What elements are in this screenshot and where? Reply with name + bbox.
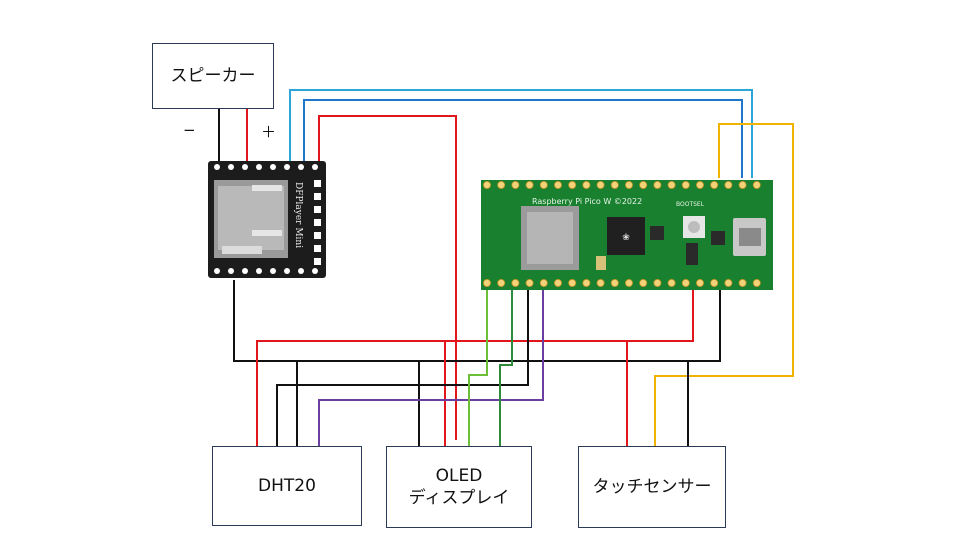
dfplayer-pin xyxy=(314,245,321,252)
pico-pin xyxy=(511,180,520,189)
pico-silk: Raspberry Pi Pico W ©2022 xyxy=(532,197,642,206)
dfplayer-pin xyxy=(256,268,262,274)
dfplayer-pin xyxy=(256,164,262,170)
oled-label-line1: OLED xyxy=(435,466,483,486)
pico-pin xyxy=(525,278,534,287)
rp2040-chip xyxy=(607,217,645,255)
pico-pin xyxy=(724,180,733,189)
speaker-box: スピーカー xyxy=(152,43,274,109)
wire-oled-scl xyxy=(499,290,513,446)
pico-pin xyxy=(568,278,577,287)
pico-pin xyxy=(525,180,534,189)
dfplayer-pin xyxy=(312,268,318,274)
pico-pin xyxy=(681,278,690,287)
touch-sensor-label: タッチセンサー xyxy=(592,477,712,497)
dfplayer-pin xyxy=(314,180,321,187)
dht20-label: DHT20 xyxy=(258,476,316,496)
pico-pin xyxy=(710,278,719,287)
dfplayer-pin xyxy=(298,268,304,274)
oled-box: OLED ディスプレイ xyxy=(386,446,532,528)
touch-sensor-box: タッチセンサー xyxy=(578,446,726,528)
pico-pin xyxy=(667,180,676,189)
pico-pin xyxy=(511,278,520,287)
wire-dht20-sda xyxy=(276,290,529,446)
pico-pins xyxy=(482,180,761,287)
dfplayer-pin xyxy=(312,164,318,170)
pico-pin xyxy=(681,180,690,189)
pico-pin xyxy=(667,278,676,287)
dfplayer-pin xyxy=(284,268,290,274)
pico-bootsel-label: BOOTSEL xyxy=(676,201,705,208)
dfplayer-silk: DFPlayer Mini xyxy=(293,182,303,248)
pico-pin xyxy=(752,180,761,189)
pico-pin xyxy=(738,278,747,287)
pico-pin xyxy=(639,180,648,189)
pico-pin xyxy=(582,180,591,189)
dfplayer-pin xyxy=(284,164,290,170)
pico-pin xyxy=(596,180,605,189)
speaker-label: スピーカー xyxy=(170,66,256,86)
dfplayer-pin xyxy=(270,268,276,274)
pico-pin xyxy=(497,278,506,287)
dfplayer-pin xyxy=(314,193,321,200)
svg-text:❀: ❀ xyxy=(622,233,630,243)
pico-w-board: ❀ Raspberry Pi Pico W ©2022 BOOTSEL xyxy=(481,180,773,290)
pico-pin xyxy=(639,278,648,287)
pico-pin xyxy=(710,180,719,189)
speaker-plus-label: ＋ xyxy=(261,123,277,141)
pico-pin xyxy=(625,180,634,189)
pico-pin xyxy=(582,278,591,287)
dfplayer-pin xyxy=(314,206,321,213)
wire-dht20-scl xyxy=(318,290,544,446)
wire-touch-signal xyxy=(654,123,794,446)
dfplayer-pin xyxy=(270,164,276,170)
wire-dfplayer-tx xyxy=(289,89,753,178)
dfplayer-pin xyxy=(314,258,321,265)
pico-pin xyxy=(482,278,491,287)
dfplayer-pin xyxy=(242,268,248,274)
pico-pin xyxy=(554,180,563,189)
pico-pin xyxy=(653,180,662,189)
pico-pin xyxy=(724,278,733,287)
pico-pin xyxy=(696,180,705,189)
dfplayer-pin xyxy=(228,164,234,170)
speaker-minus-label: − xyxy=(183,121,196,139)
pico-pin xyxy=(482,180,491,189)
pico-pin xyxy=(610,180,619,189)
pico-pin xyxy=(568,180,577,189)
dfplayer-pin xyxy=(214,164,220,170)
pico-pin xyxy=(554,278,563,287)
pico-pin xyxy=(539,278,548,287)
dht20-box: DHT20 xyxy=(212,446,362,526)
dfplayer-pin xyxy=(314,219,321,226)
pico-pin xyxy=(752,278,761,287)
pico-pin xyxy=(497,180,506,189)
wire-oled-sda xyxy=(468,290,488,446)
pico-pin xyxy=(610,278,619,287)
dfplayer-pin xyxy=(228,268,234,274)
wire-power-bus xyxy=(256,290,694,446)
pico-pin xyxy=(653,278,662,287)
wire-dfplayer-vcc xyxy=(318,115,457,440)
dfplayer-pin xyxy=(298,164,304,170)
wire-dfplayer-rx xyxy=(303,99,743,178)
dfplayer-pin xyxy=(242,164,248,170)
oled-label-line2: ディスプレイ xyxy=(408,488,510,508)
dfplayer-pins-top xyxy=(214,164,321,274)
pico-pin xyxy=(539,180,548,189)
pico-pin xyxy=(738,180,747,189)
pico-pin xyxy=(625,278,634,287)
dfplayer-pin xyxy=(214,268,220,274)
dfplayer-pin xyxy=(314,232,321,239)
dfplayer-mini-board: DFPlayer Mini xyxy=(208,161,326,278)
wire-ground-bus xyxy=(233,280,721,362)
pico-pin xyxy=(596,278,605,287)
pico-pin xyxy=(696,278,705,287)
